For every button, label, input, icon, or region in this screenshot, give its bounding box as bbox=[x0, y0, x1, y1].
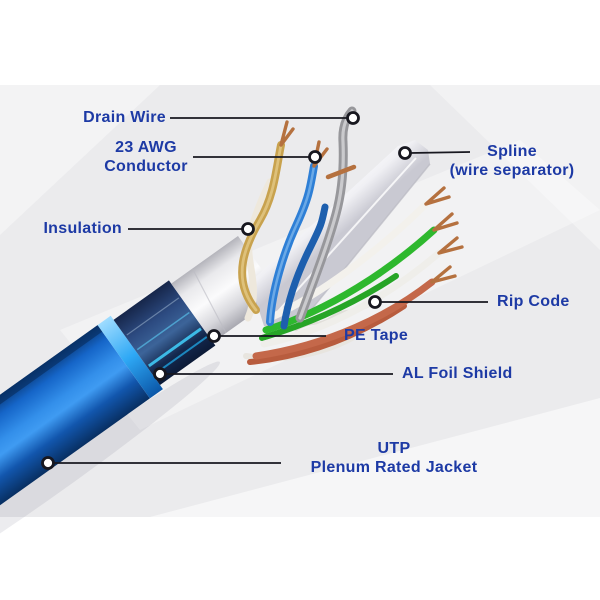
callout-dot-drain-wire bbox=[346, 111, 360, 125]
cable-jacket bbox=[0, 325, 150, 586]
label-al-foil-shield: AL Foil Shield bbox=[402, 365, 513, 382]
green-wire-1 bbox=[262, 226, 438, 334]
white-wire-2 bbox=[260, 249, 443, 348]
callout-dot-awg-conductor bbox=[308, 150, 322, 164]
gold-wire-highlight bbox=[240, 143, 283, 312]
copper-strand-cross bbox=[325, 164, 357, 180]
drain-wire-highlight bbox=[298, 109, 354, 320]
wire-fan-right bbox=[243, 200, 443, 365]
green-wire-2 bbox=[259, 273, 399, 341]
callout-dot-insulation bbox=[241, 222, 255, 236]
orange-wire-1 bbox=[252, 278, 436, 360]
label-spline: Spline (wire separator) bbox=[449, 143, 575, 179]
label-insulation: Insulation bbox=[43, 220, 122, 237]
callout-dot-utp-jacket bbox=[41, 456, 55, 470]
copper-tip-white2 bbox=[437, 236, 464, 255]
copper-tip-green bbox=[432, 212, 459, 232]
al-foil-shield-graphic bbox=[113, 280, 216, 386]
cable-shadow bbox=[0, 361, 220, 595]
label-awg-conductor: 23 AWG Conductor bbox=[104, 139, 188, 175]
copper-tip-white1 bbox=[424, 186, 451, 206]
copper-tip-gold bbox=[279, 120, 295, 147]
label-utp-jacket: UTP Plenum Rated Jacket bbox=[310, 440, 478, 476]
callout-dot-spline bbox=[398, 146, 412, 160]
label-rip-code: Rip Code bbox=[497, 293, 570, 310]
callout-dots bbox=[41, 111, 412, 470]
callout-dot-pe-tape bbox=[207, 329, 221, 343]
blue-wire-2 bbox=[280, 203, 329, 330]
foil-streaks bbox=[126, 297, 208, 375]
copper-tip-orange bbox=[430, 265, 457, 284]
callout-line-spline bbox=[409, 151, 471, 154]
jacket-cut-edge bbox=[97, 315, 163, 399]
tape-seam bbox=[191, 268, 227, 334]
label-pe-tape: PE Tape bbox=[344, 327, 409, 344]
wire-bundle-left bbox=[238, 106, 357, 330]
jacket-edge-shade bbox=[0, 325, 103, 519]
callout-dot-rip-code bbox=[368, 295, 382, 309]
blue-wire-highlight bbox=[268, 164, 316, 324]
orange-wire-2 bbox=[247, 303, 407, 365]
callout-dot-al-foil-shield bbox=[153, 367, 167, 381]
cable-body bbox=[0, 236, 280, 595]
label-drain-wire: Drain Wire bbox=[83, 109, 166, 126]
callout-lines bbox=[54, 117, 488, 464]
